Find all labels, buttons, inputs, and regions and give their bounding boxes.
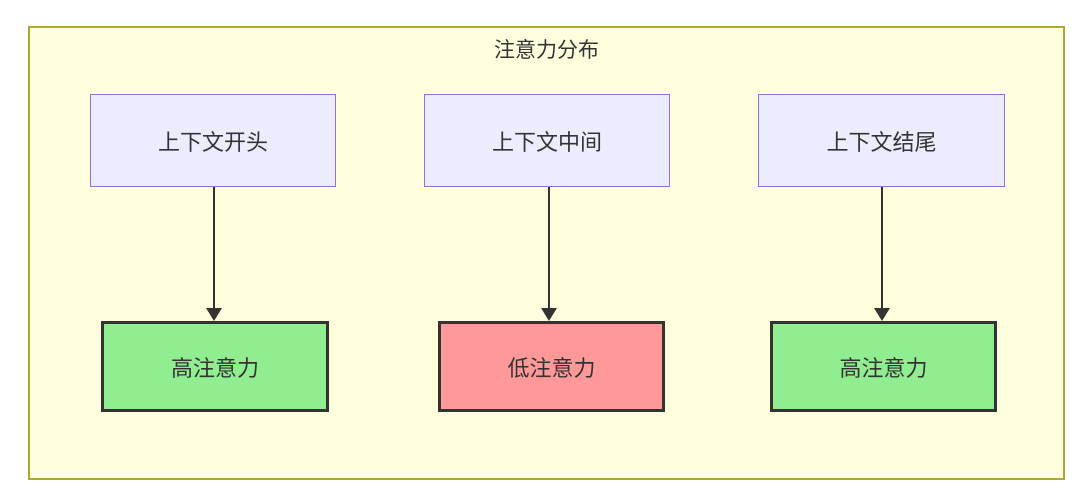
node-context-end-label: 上下文结尾	[826, 129, 937, 155]
node-context-end: 上下文结尾	[758, 94, 1005, 187]
node-high-attention-left-label: 高注意力	[170, 355, 259, 381]
arrow-beginning-to-result	[206, 187, 222, 321]
node-high-attention-right-label: 高注意力	[839, 355, 928, 381]
arrow-end-to-result	[874, 187, 890, 321]
arrowhead-icon	[874, 308, 890, 321]
node-high-attention-left: 高注意力	[101, 321, 329, 412]
diagram-title: 注意力分布	[494, 39, 599, 62]
arrowhead-icon	[541, 308, 557, 321]
arrow-shaft	[213, 187, 215, 308]
arrowhead-icon	[206, 308, 222, 321]
node-context-middle-label: 上下文中间	[491, 129, 602, 155]
node-low-attention: 低注意力	[438, 321, 665, 412]
node-context-beginning: 上下文开头	[90, 94, 336, 187]
node-high-attention-right: 高注意力	[770, 321, 997, 412]
node-context-middle: 上下文中间	[424, 94, 670, 187]
arrow-middle-to-result	[541, 187, 557, 321]
arrow-shaft	[881, 187, 883, 308]
node-context-beginning-label: 上下文开头	[157, 129, 268, 155]
arrow-shaft	[548, 187, 550, 308]
node-low-attention-label: 低注意力	[507, 355, 596, 381]
